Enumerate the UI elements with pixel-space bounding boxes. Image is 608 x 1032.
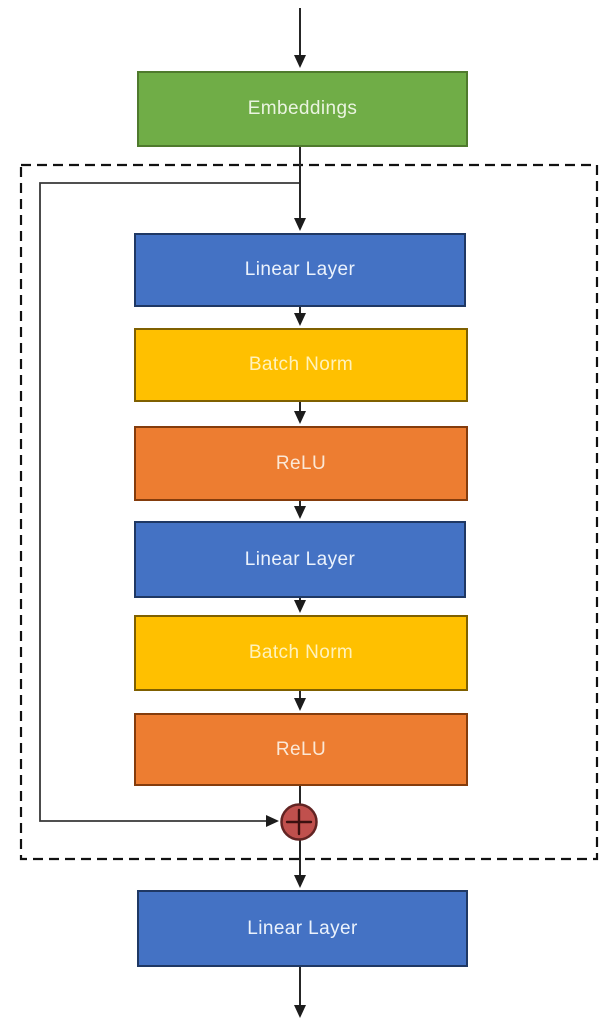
node-label: Batch Norm: [248, 642, 354, 663]
node-batchnorm-2: Batch Norm: [134, 615, 468, 691]
skip-connection-arrow: [39, 182, 300, 827]
plus-icon: [285, 808, 313, 836]
node-linear-out: Linear Layer: [137, 890, 468, 967]
node-label: Batch Norm: [248, 354, 354, 375]
node-relu-1: ReLU: [134, 426, 468, 501]
residual-block-dashed-boundary: [19, 163, 599, 861]
node-label: Linear Layer: [244, 259, 356, 280]
node-label: ReLU: [275, 738, 327, 760]
node-relu-2: ReLU: [134, 713, 468, 786]
add-junction: [280, 803, 318, 841]
node-label: ReLU: [275, 452, 327, 474]
node-linear-1: Linear Layer: [134, 233, 466, 307]
node-label: Embeddings: [247, 98, 358, 119]
node-label: Linear Layer: [247, 917, 358, 939]
node-label: Linear Layer: [244, 548, 356, 570]
node-linear-2: Linear Layer: [134, 521, 466, 598]
node-embeddings: Embeddings: [137, 71, 468, 147]
node-batchnorm-1: Batch Norm: [134, 328, 468, 402]
